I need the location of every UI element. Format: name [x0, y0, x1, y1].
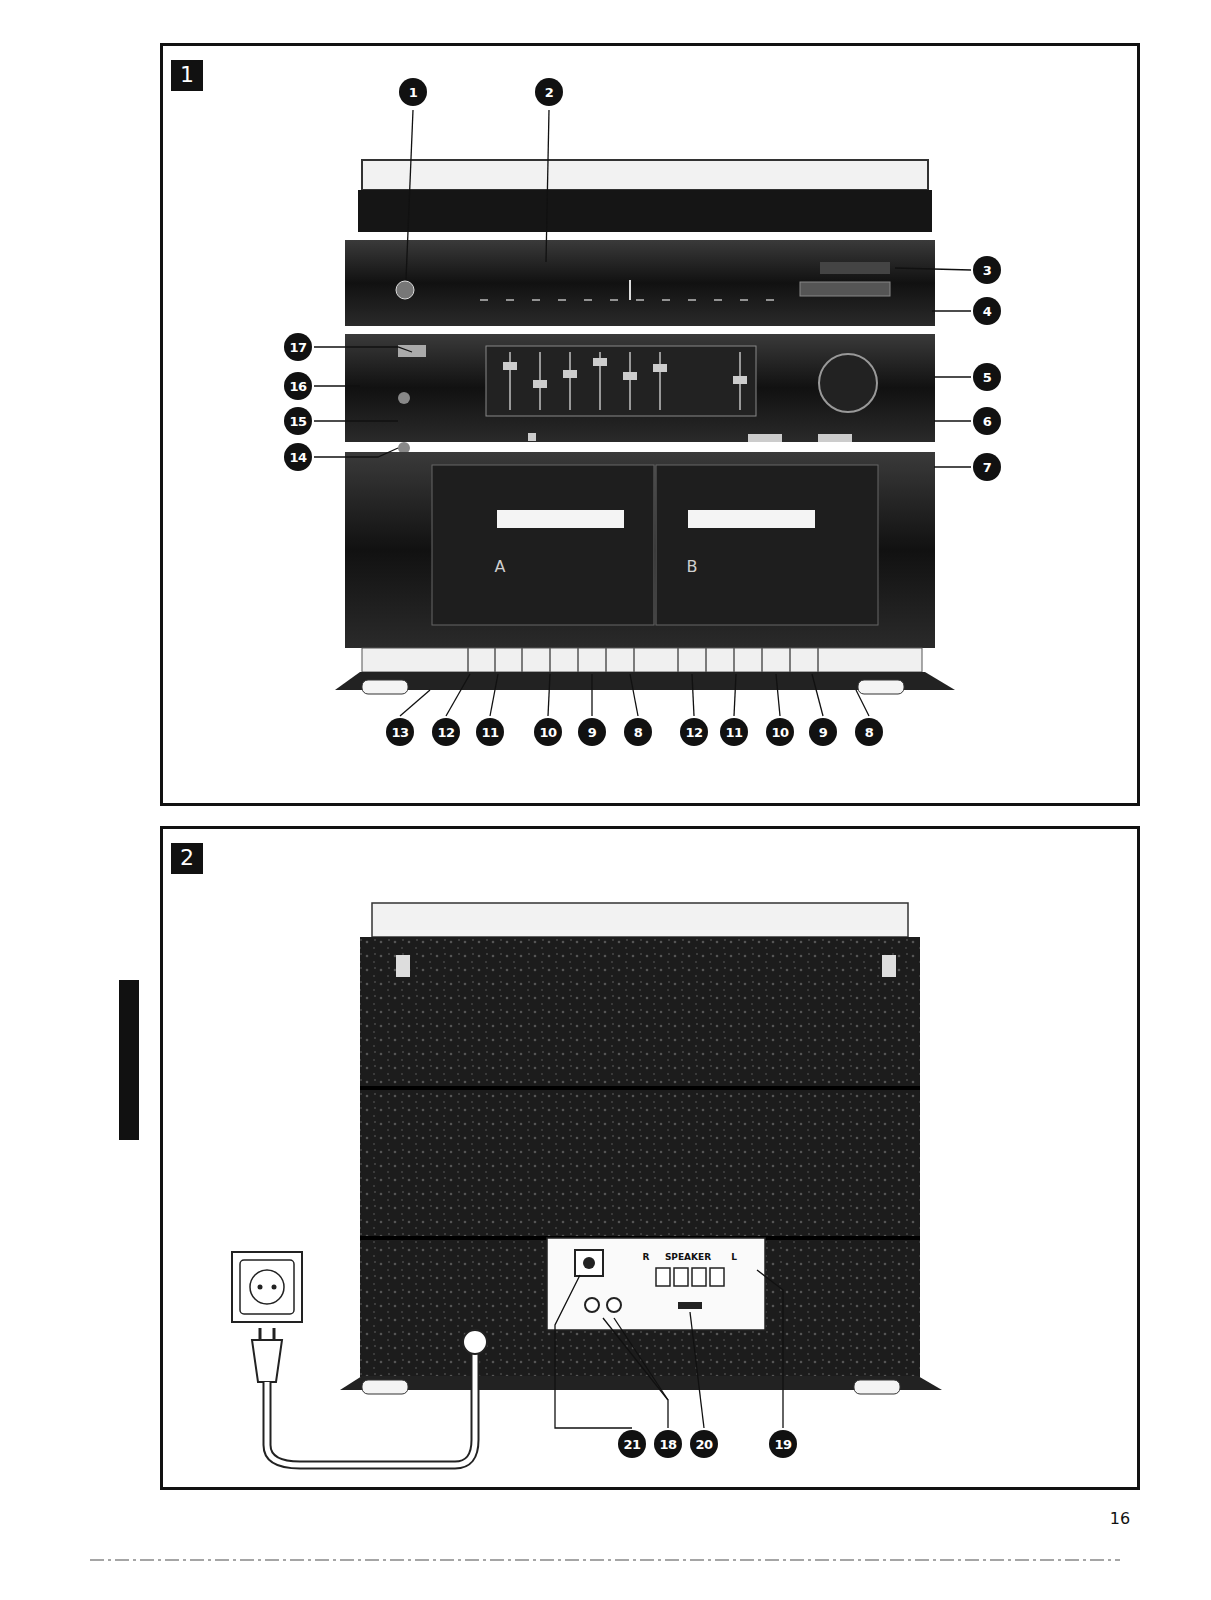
callout-number: 17	[284, 333, 312, 361]
callout-number: 16	[284, 372, 312, 400]
figure-number: 1	[171, 60, 203, 91]
callout-number: 1	[399, 78, 427, 106]
callout-number: 21	[618, 1430, 646, 1458]
callout-number: 2	[535, 78, 563, 106]
figure-number: 2	[171, 843, 203, 874]
terminal-label: R	[643, 1252, 650, 1262]
callout-number: 13	[386, 718, 414, 746]
callout-number: 12	[680, 718, 708, 746]
callout-number: 6	[973, 407, 1001, 435]
leader-lines	[314, 110, 971, 716]
callout-number: 8	[624, 718, 652, 746]
callout-number: 10	[534, 718, 562, 746]
callout-number: 7	[973, 453, 1001, 481]
page-number: 16	[1110, 1509, 1130, 1528]
terminal-label: SPEAKER	[665, 1252, 711, 1262]
callout-number: 8	[855, 718, 883, 746]
callout-number: 14	[284, 443, 312, 471]
callout-number: 9	[809, 718, 837, 746]
callout-number: 20	[690, 1430, 718, 1458]
callout-number: 18	[654, 1430, 682, 1458]
terminal-label: L	[731, 1252, 737, 1262]
callout-number: 12	[432, 718, 460, 746]
side-tab	[119, 980, 139, 1140]
callout-number: 15	[284, 407, 312, 435]
figure-panel: 2	[160, 826, 1140, 1490]
callout-number: 11	[720, 718, 748, 746]
callout-number: 5	[973, 363, 1001, 391]
callout-number: 11	[476, 718, 504, 746]
callout-number: 9	[578, 718, 606, 746]
rear-view	[232, 903, 942, 1465]
callout-number: 19	[769, 1430, 797, 1458]
callout-number: 3	[973, 256, 1001, 284]
callout-number: 10	[766, 718, 794, 746]
deck-label: B	[687, 557, 698, 576]
front-view	[314, 110, 971, 716]
callout-number: 4	[973, 297, 1001, 325]
deck-label: A	[495, 557, 506, 576]
